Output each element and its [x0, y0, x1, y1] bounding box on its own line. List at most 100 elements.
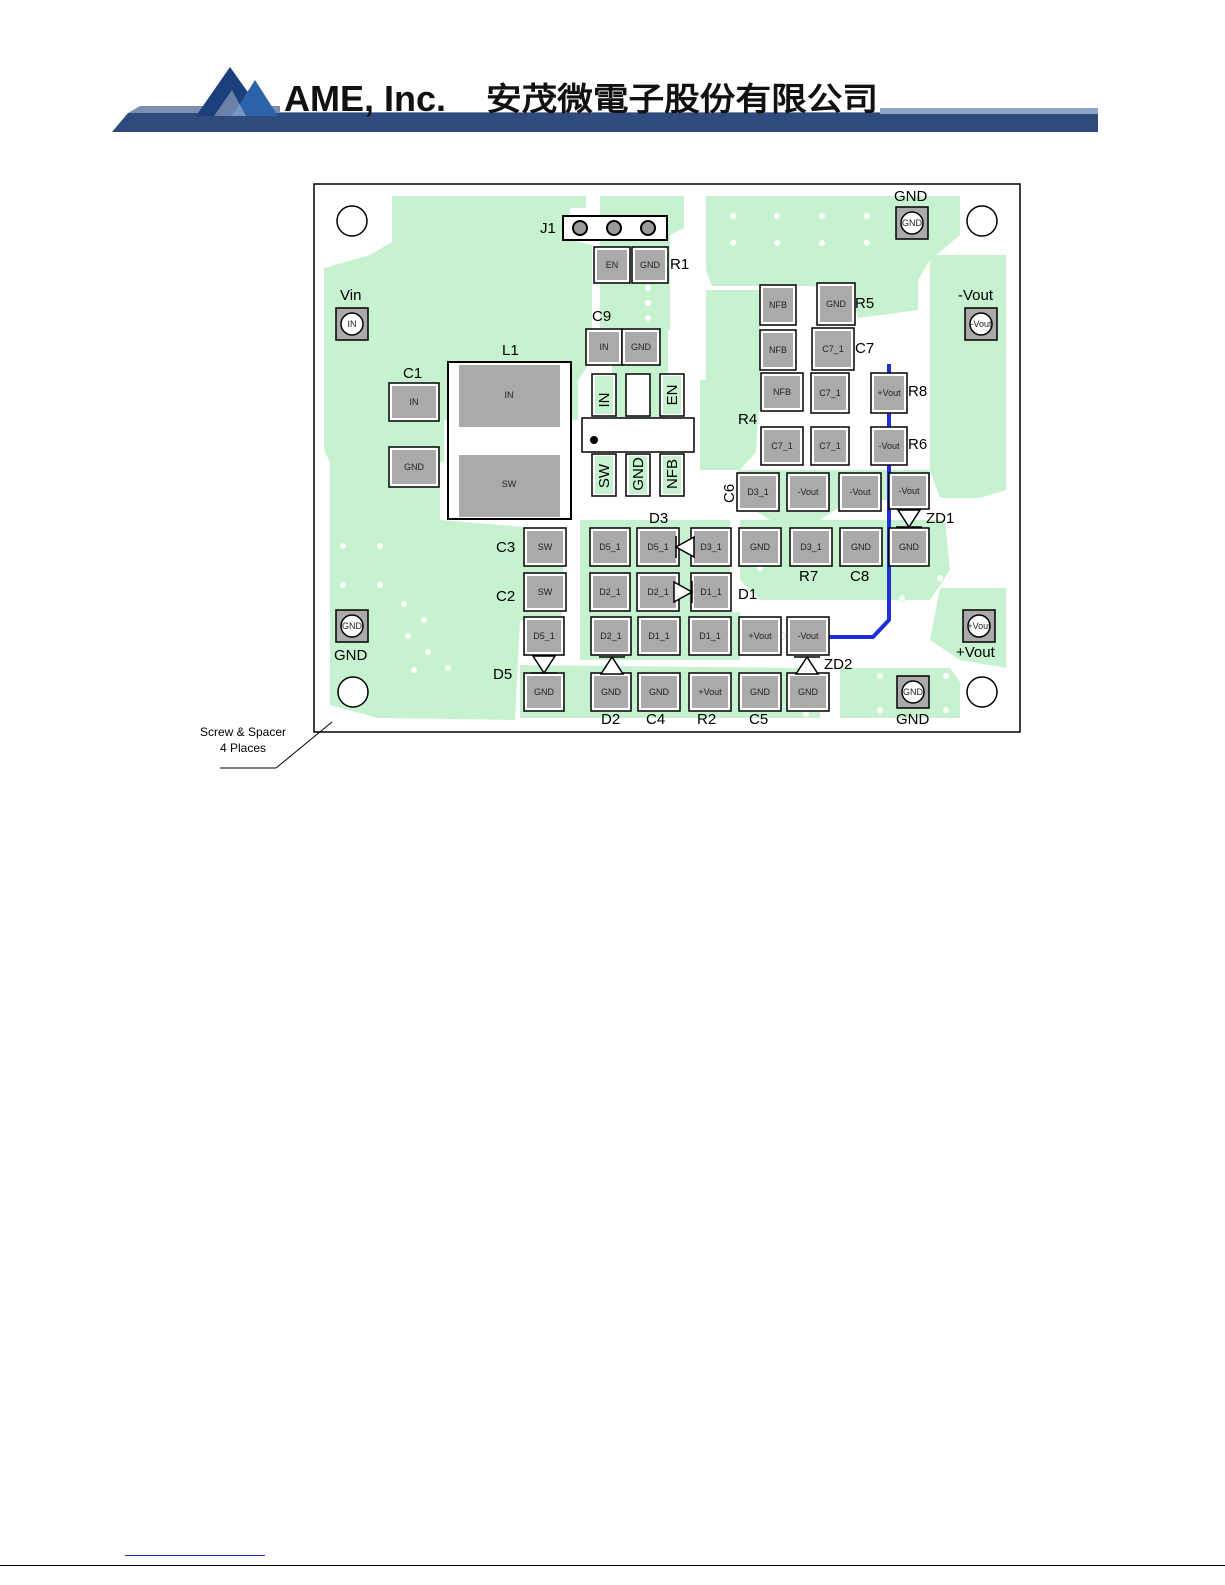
- terminal-labels: Vin GND -Vout GND +Vout GND: [334, 188, 996, 728]
- pad-label: GND: [342, 621, 363, 631]
- smd-pad: [641, 620, 677, 652]
- gnd-bottom-label: GND: [896, 711, 930, 728]
- pad-label: IN: [596, 393, 613, 408]
- pad-label: D1_1: [699, 631, 721, 641]
- pad-label: NFB: [773, 387, 791, 397]
- ref-c1: C1: [403, 365, 422, 382]
- d2-diode-icon: [599, 655, 625, 675]
- pad-label: IN: [505, 390, 514, 400]
- pad-label: D5_1: [647, 542, 669, 552]
- pad-label: IN: [600, 342, 609, 352]
- pad-label: -Vout: [970, 319, 992, 329]
- footer-link-underline: [125, 1555, 265, 1556]
- pad-label: D2_1: [599, 587, 621, 597]
- smd-pad: [527, 620, 561, 652]
- pad-label: GND: [750, 687, 771, 697]
- pad-label: GND: [851, 542, 872, 552]
- pad-label: NFB: [769, 345, 787, 355]
- pad-label: +Vout: [877, 388, 901, 398]
- smd-pad: [742, 676, 778, 708]
- smd-pad: [392, 450, 436, 484]
- u1-ic: IN EN SW GND NFB: [581, 373, 695, 497]
- company-header: AME, Inc. 安茂微電子股份有限公司: [112, 67, 1098, 132]
- ref-r5: R5: [855, 295, 874, 312]
- pad-label: -Vout: [849, 487, 871, 497]
- smd-pad: [815, 331, 851, 367]
- smd-pad: [892, 531, 926, 563]
- pad-label: GND: [404, 462, 425, 472]
- pad-label: GND: [750, 542, 771, 552]
- ref-j1: J1: [540, 220, 556, 237]
- pad-label: SW: [596, 463, 613, 488]
- pad-label: SW: [538, 587, 553, 597]
- ref-l1: L1: [502, 342, 519, 359]
- smd-pad: [589, 332, 619, 362]
- pad-label: D2_1: [647, 587, 669, 597]
- pad-label: GND: [631, 342, 652, 352]
- pad-label: -Vout: [797, 487, 819, 497]
- vias: [339, 212, 950, 718]
- reference-designators: J1 R1 C9 L1 C1 R5 C7 R8 R4 R6 C6 D3 ZD1 …: [403, 220, 954, 728]
- pad-label: C7_1: [819, 388, 841, 398]
- ref-r7: R7: [799, 568, 818, 585]
- screw-hole-bottom-right: [966, 676, 998, 708]
- pad-label: D5_1: [599, 542, 621, 552]
- smd-pad: [820, 286, 852, 322]
- pad-label: C7_1: [819, 441, 841, 451]
- gnd-left-terminal: GND: [335, 609, 369, 643]
- pad-label: GND: [902, 218, 923, 228]
- j1-pin-3: [640, 220, 656, 236]
- ref-r8: R8: [908, 383, 927, 400]
- smd-pad: [635, 250, 665, 280]
- smd-pad: [593, 531, 627, 563]
- pad-label: D3_1: [800, 542, 822, 552]
- pad-label: -Vout: [797, 631, 819, 641]
- pad-label: NFB: [664, 459, 681, 489]
- ref-c7: C7: [855, 340, 874, 357]
- ref-r6: R6: [908, 436, 927, 453]
- pad-label: NFB: [769, 300, 787, 310]
- ame-logo-icon: [196, 67, 278, 116]
- diode-symbols: [531, 509, 922, 675]
- smd-pad: [640, 531, 676, 563]
- vin-terminal: IN: [335, 307, 369, 341]
- pad-label: D2_1: [600, 631, 622, 641]
- ref-c5: C5: [749, 711, 768, 728]
- smd-pad: [814, 376, 846, 410]
- header-banner-bar: [112, 113, 1098, 132]
- pad-label: GND: [630, 457, 647, 491]
- terminals: IN GND -Vout GND +Vout GND: [335, 206, 998, 709]
- ref-d5: D5: [493, 666, 512, 683]
- smd-pad: [640, 576, 676, 608]
- neg-vout-terminal: -Vout: [964, 307, 998, 341]
- smd-pad: [892, 476, 926, 506]
- smd-pad: [842, 476, 878, 508]
- screw-callout: Screw & Spacer 4 Places: [200, 721, 333, 769]
- d1-diode-icon: [673, 580, 694, 604]
- zd1-diode-icon: [896, 509, 922, 529]
- pad-label: C7_1: [822, 344, 844, 354]
- gnd-top-terminal: GND: [895, 206, 929, 240]
- smd-pad: [764, 430, 800, 462]
- ref-c3: C3: [496, 539, 515, 556]
- ref-c9: C9: [592, 308, 611, 325]
- smd-pad: [625, 332, 657, 362]
- smd-pad: [392, 386, 436, 418]
- smd-pad: [790, 476, 826, 508]
- pad-label: IN: [348, 319, 357, 329]
- smd-pad: [593, 576, 627, 608]
- screw-note-line1: Screw & Spacer: [200, 725, 286, 739]
- j1-pin-2: [606, 220, 622, 236]
- smd-pad: [694, 576, 728, 608]
- screw-hole-bottom-left: [337, 676, 369, 708]
- smd-pad: [527, 576, 563, 608]
- d5-diode-icon: [531, 655, 557, 675]
- ref-r2: R2: [697, 711, 716, 728]
- gnd-bottom-terminal: GND: [896, 675, 930, 709]
- ref-c4: C4: [646, 711, 665, 728]
- ref-zd2: ZD2: [824, 656, 852, 673]
- pad-label: D1_1: [700, 587, 722, 597]
- pad-label: C7_1: [771, 441, 793, 451]
- pad-label: EN: [606, 260, 619, 270]
- smd-pad: [527, 531, 563, 563]
